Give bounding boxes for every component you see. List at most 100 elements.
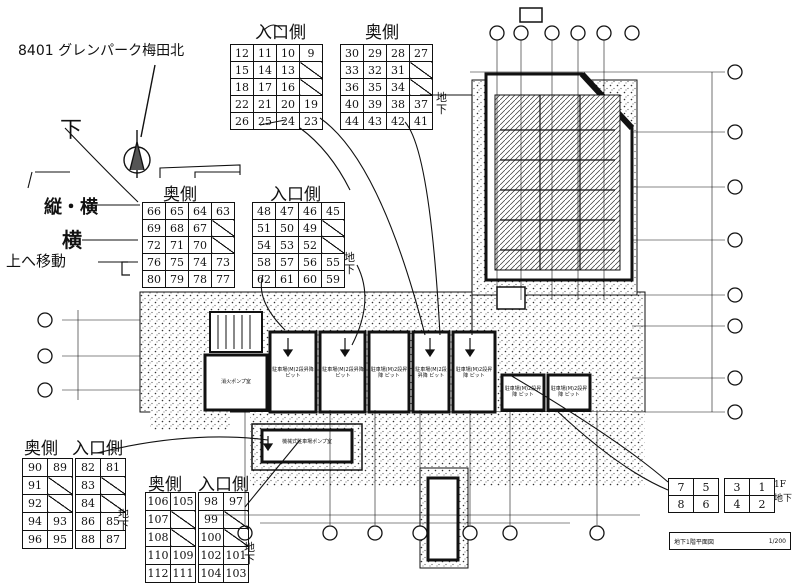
slot-number-cell: 61: [275, 270, 299, 288]
side-label-6: 地下: [118, 507, 129, 532]
slot-number-cell: 23: [299, 112, 323, 130]
slot-number-cell: 97: [223, 492, 249, 511]
leader-lines: [27, 94, 669, 508]
slot-number-cell: 90: [22, 458, 48, 477]
slot-number-cell: 8: [668, 495, 694, 513]
slot-number-cell: 22: [230, 95, 254, 113]
slot-number-cell: 4: [724, 495, 750, 513]
slot-number-cell: 72: [142, 236, 166, 254]
slot-number-cell: 66: [142, 202, 166, 220]
slot-number-cell: 76: [142, 253, 166, 271]
slot-number-cell: 21: [253, 95, 277, 113]
dimension-lines: [62, 40, 725, 525]
slot-number-cell: 103: [223, 564, 249, 583]
slot-number-cell: 38: [386, 95, 410, 113]
slot-number-cell: 74: [188, 253, 212, 271]
machine-room-block: [484, 71, 635, 310]
empty-slot-cell: [211, 219, 235, 237]
empty-slot-cell: [223, 528, 249, 547]
slot-number-cell: 16: [276, 78, 300, 96]
slot-number-cell: 51: [252, 219, 276, 237]
slot-number-cell: 14: [253, 61, 277, 79]
slot-number-cell: 57: [275, 253, 299, 271]
empty-slot-cell: [100, 494, 126, 513]
slot-number-cell: 53: [275, 236, 299, 254]
table-row: 108: [145, 528, 196, 547]
table-row: 83: [75, 476, 126, 495]
slot-number-cell: 71: [165, 236, 189, 254]
slot-number-cell: 99: [198, 510, 224, 529]
pit-label-8: 駐車場(M)2段昇降 ピット: [550, 386, 588, 398]
slot-number-cell: 110: [145, 546, 171, 565]
slot-number-cell: 93: [47, 512, 73, 531]
slot-number-cell: 60: [298, 270, 322, 288]
slot-number-cell: 58: [252, 253, 276, 271]
side-label-10-bottom: 地下: [774, 494, 793, 504]
slot-number-cell: 56: [298, 253, 322, 271]
slot-number-cell: 29: [363, 44, 387, 62]
slot-number-cell: 102: [198, 546, 224, 565]
slot-number-cell: 106: [145, 492, 171, 511]
empty-slot-cell: [321, 236, 345, 254]
slot-number-cell: 6: [693, 495, 719, 513]
slot-number-cell: 94: [22, 512, 48, 531]
side-label-2: 地下: [436, 91, 447, 116]
slot-number-cell: 111: [170, 564, 196, 583]
slot-number-cell: 67: [188, 219, 212, 237]
table-row: 99: [198, 510, 249, 529]
slot-number-cell: 9: [299, 44, 323, 62]
empty-slot-cell: [321, 219, 345, 237]
slot-number-cell: 59: [321, 270, 345, 288]
slot-number-cell: 43: [363, 112, 387, 130]
slot-number-cell: 39: [363, 95, 387, 113]
slot-number-cell: 28: [386, 44, 410, 62]
slot-number-cell: 108: [145, 528, 171, 547]
slot-number-cell: 109: [170, 546, 196, 565]
slot-number-cell: 87: [100, 530, 126, 549]
slot-number-cell: 50: [275, 219, 299, 237]
slot-number-cell: 31: [386, 61, 410, 79]
empty-slot-cell: [170, 528, 196, 547]
slot-number-cell: 17: [253, 78, 277, 96]
slot-number-cell: 88: [75, 530, 101, 549]
slot-number-cell: 27: [409, 44, 433, 62]
slot-number-cell: 80: [142, 270, 166, 288]
slot-number-cell: 19: [299, 95, 323, 113]
stair-box: [209, 311, 263, 353]
empty-slot-cell: [223, 510, 249, 529]
pit-label-4: 駐車場(M)2段昇降 ピット: [370, 367, 408, 379]
note-ue-idou: 上へ移動: [6, 252, 67, 270]
slot-number-cell: 24: [276, 112, 300, 130]
pit-label-9: 機械式駐車場ポンプ室: [282, 439, 332, 445]
slot-number-cell: 49: [298, 219, 322, 237]
slot-number-cell: 46: [298, 202, 322, 220]
slot-number-cell: 32: [363, 61, 387, 79]
pit-label-7: 駐車場(M)2段昇降 ピット: [504, 386, 542, 398]
slot-number-cell: 82: [75, 458, 101, 477]
empty-slot-cell: [100, 476, 126, 495]
pit-label-5: 駐車場(M)2段昇降 ピット: [415, 367, 447, 379]
slot-number-cell: 77: [211, 270, 235, 288]
north-compass: [123, 64, 156, 178]
side-label-8: 地下: [244, 541, 255, 566]
slot-number-cell: 36: [340, 78, 364, 96]
slot-number-cell: 35: [363, 78, 387, 96]
slot-number-cell: 89: [47, 458, 73, 477]
